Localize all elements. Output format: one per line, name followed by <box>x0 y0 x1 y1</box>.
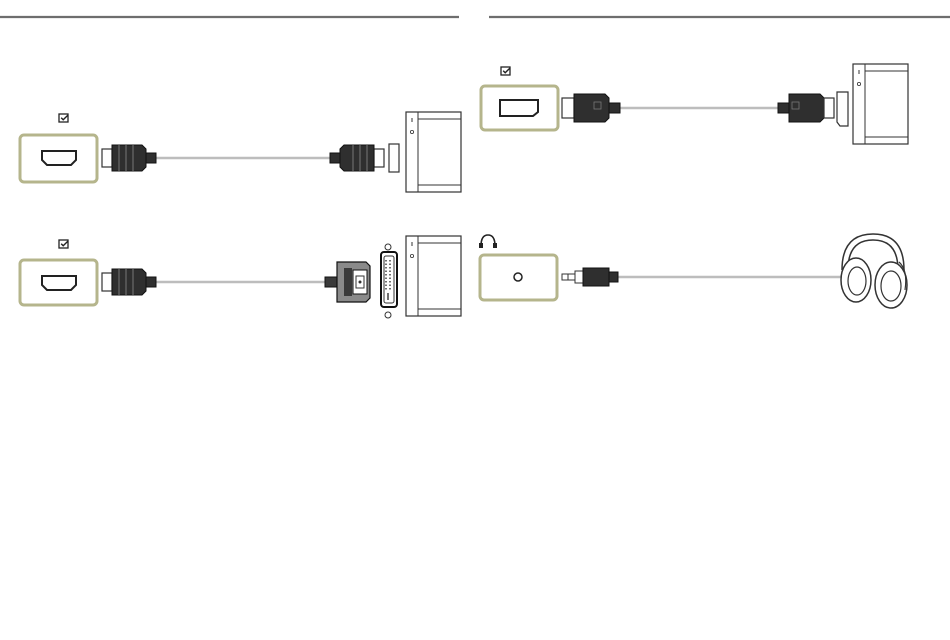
input-source-icon <box>59 240 68 248</box>
pc-dvi-port <box>381 244 397 318</box>
pc-tower <box>406 112 461 192</box>
dvi-plug <box>325 262 370 302</box>
hdmi-to-hdmi-connection <box>20 112 461 192</box>
hdmi-plug-pc-side <box>330 145 384 171</box>
pc-hdmi-port <box>389 144 399 172</box>
hdmi-plug-monitor-side <box>102 145 156 171</box>
monitor-hdmi-port-frame <box>20 260 97 305</box>
audio-jack-plug <box>562 268 618 286</box>
headphones <box>841 234 907 308</box>
displayport-plug-monitor-side <box>562 94 620 122</box>
displayport-connection <box>481 64 908 144</box>
headphone-jack-icon <box>514 273 522 281</box>
monitor-hdmi-port-frame <box>20 135 97 182</box>
headphone-icon <box>479 235 497 248</box>
pc-displayport-port <box>837 92 848 126</box>
hdmi-to-dvi-connection <box>20 236 461 318</box>
monitor-displayport-frame <box>481 86 558 130</box>
input-source-icon <box>59 114 68 122</box>
pc-tower <box>853 64 908 144</box>
hdmi-plug-monitor-side <box>102 269 156 295</box>
headphone-connection <box>479 234 907 308</box>
displayport-plug-pc-side <box>778 94 834 122</box>
input-source-icon <box>501 67 510 75</box>
pc-tower <box>406 236 461 316</box>
